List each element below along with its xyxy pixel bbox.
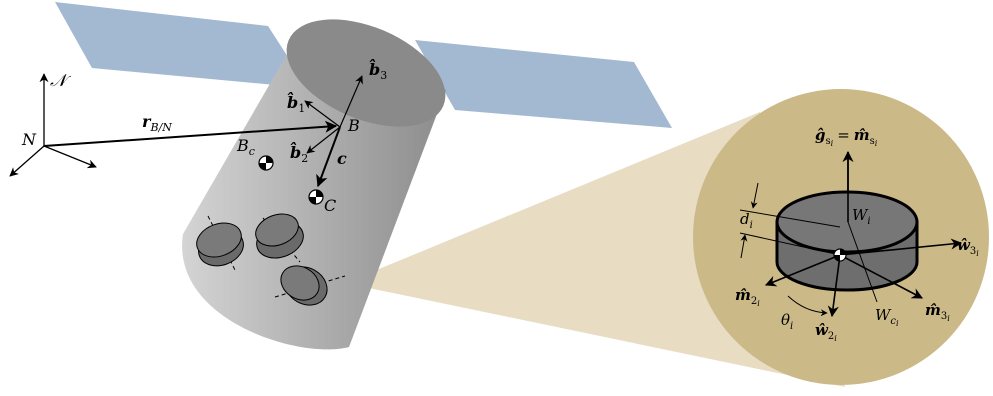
wheel-frame-label: Wi xyxy=(852,206,871,227)
d-label: di xyxy=(740,210,753,231)
body-com-label: Bc xyxy=(236,136,255,158)
b2-label: b̂2 xyxy=(290,142,308,165)
wheel-com-label: Wci xyxy=(875,306,899,328)
inertial-frame-label: 𝒩 xyxy=(50,71,72,91)
spacecraft-top-cap xyxy=(286,19,446,127)
w3-label: ŵ3i xyxy=(957,236,979,258)
d-dimension xyxy=(739,182,841,259)
inertial-frame-axes xyxy=(9,73,97,177)
wheel-detail xyxy=(775,190,919,292)
c-vector-label: c xyxy=(337,149,347,168)
solar-panel-right xyxy=(415,40,672,128)
inertial-origin-label: N xyxy=(21,130,37,149)
position-vector-arrow xyxy=(43,120,338,147)
wheel-frame-axes xyxy=(764,152,963,318)
solar-panel-left xyxy=(55,2,308,88)
system-com-label: C xyxy=(324,196,336,215)
spin-axis-label: ĝsi=m̂si xyxy=(815,126,878,148)
c-vector-arrow xyxy=(316,126,341,188)
system-com-marker xyxy=(308,189,324,205)
body-wheel-1 xyxy=(196,215,244,271)
b3-label: b̂3 xyxy=(369,59,387,82)
m3-label: m̂3i xyxy=(925,301,950,323)
body-wheel-3 xyxy=(274,265,346,306)
theta-label: θi xyxy=(781,311,793,332)
wheel-com-marker xyxy=(833,248,847,262)
body-com-marker xyxy=(258,155,274,171)
theta-arc xyxy=(787,295,828,317)
m2-label: m̂2i xyxy=(735,286,760,308)
b1-label: b̂1 xyxy=(287,92,305,115)
body-origin-label: B xyxy=(347,116,360,135)
position-vector-label: rB/N xyxy=(142,112,172,134)
body-frame-axes xyxy=(304,75,363,154)
w2-label: ŵ2i xyxy=(815,321,837,343)
body-wheel-2 xyxy=(255,213,304,263)
